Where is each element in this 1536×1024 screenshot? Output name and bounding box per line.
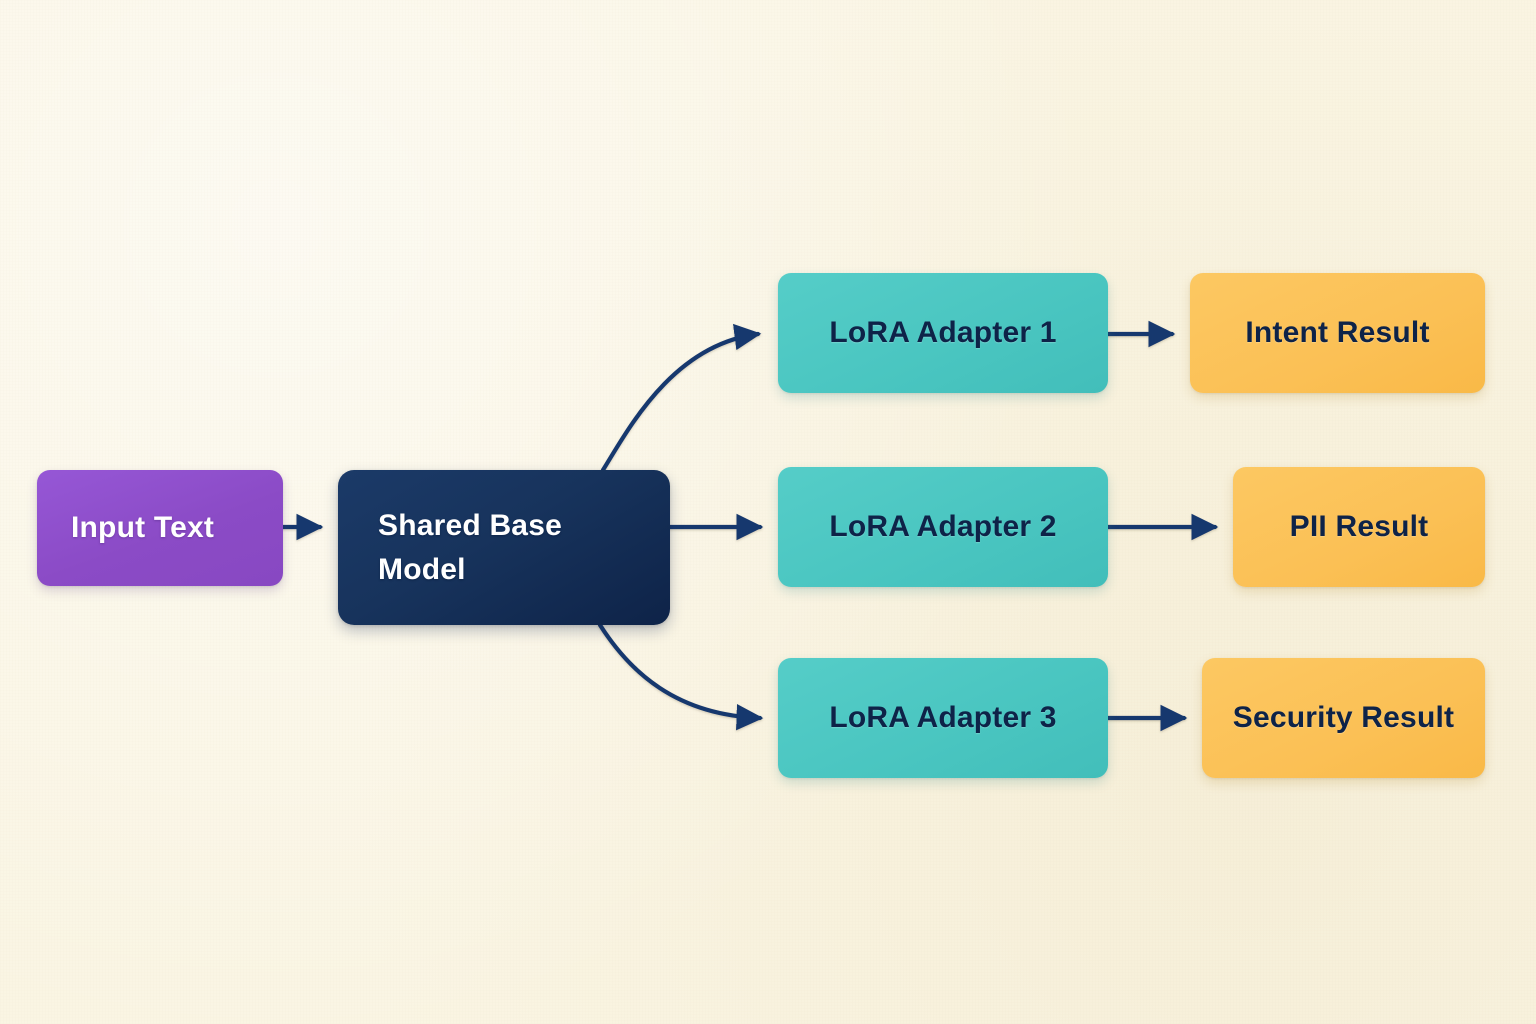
node-lora-adapter-1-label: LoRA Adapter 1 [829, 316, 1057, 349]
edge-base-to-adapter-1 [600, 323, 762, 473]
node-shared-base-model-label: Shared Base Model [378, 509, 562, 586]
node-security-result-label: Security Result [1232, 701, 1455, 734]
node-pii-result[interactable]: PII Result [1233, 467, 1485, 587]
node-security-result[interactable]: Security Result [1202, 658, 1485, 778]
node-lora-adapter-2[interactable]: LoRA Adapter 2 [778, 467, 1108, 587]
node-intent-result-label: Intent Result [1245, 316, 1430, 349]
node-shared-base-model[interactable]: Shared Base Model [338, 470, 670, 625]
node-lora-adapter-2-label: LoRA Adapter 2 [829, 510, 1057, 543]
node-intent-result[interactable]: Intent Result [1190, 273, 1485, 393]
node-input-text[interactable]: Input Text [37, 470, 283, 586]
node-lora-adapter-3[interactable]: LoRA Adapter 3 [778, 658, 1108, 778]
node-input-text-label: Input Text [71, 511, 215, 544]
edge-base-to-adapter-3 [597, 622, 764, 731]
node-lora-adapter-3-label: LoRA Adapter 3 [829, 701, 1057, 734]
node-pii-result-label: PII Result [1289, 510, 1429, 543]
node-lora-adapter-1[interactable]: LoRA Adapter 1 [778, 273, 1108, 393]
